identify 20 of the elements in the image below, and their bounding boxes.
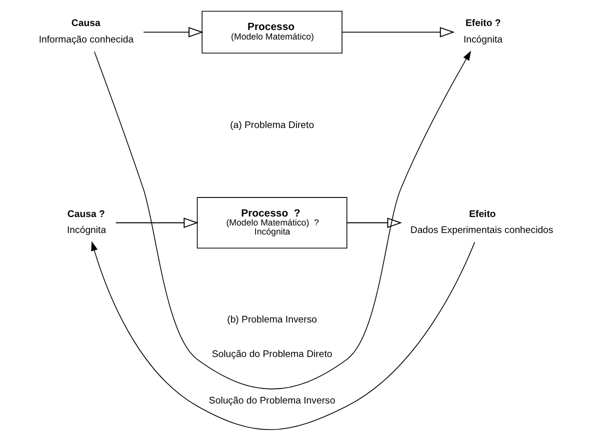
node-text: Causa ? (67, 208, 105, 220)
label: (a) Problema Direto (230, 120, 314, 131)
edge-label: Solução do Problema Inverso (208, 395, 336, 406)
node-label: Incógnita (67, 224, 106, 236)
node-text: Efeito (469, 208, 496, 220)
arrow (115, 218, 198, 228)
label: (b) Problema Inverso (227, 314, 318, 326)
arrow (94, 50, 472, 390)
arrow (342, 27, 455, 38)
arrow (91, 241, 476, 430)
arrow (143, 27, 204, 38)
edge-label: Solução do Problema Direto (212, 348, 332, 360)
node-text: Causa (71, 18, 100, 30)
node-text: Efeito ? (465, 18, 501, 30)
node-label: Dados Experimentais conhecidos (410, 224, 554, 236)
node-box: Processo ? (Modelo Matemático) ? Incógnita (196, 197, 348, 248)
node-label: Informação conhecida (38, 34, 134, 46)
arrow (346, 218, 402, 228)
node-label: Incógnita (463, 34, 503, 46)
node-box: Processo (Modelo Matemático) (202, 10, 342, 54)
